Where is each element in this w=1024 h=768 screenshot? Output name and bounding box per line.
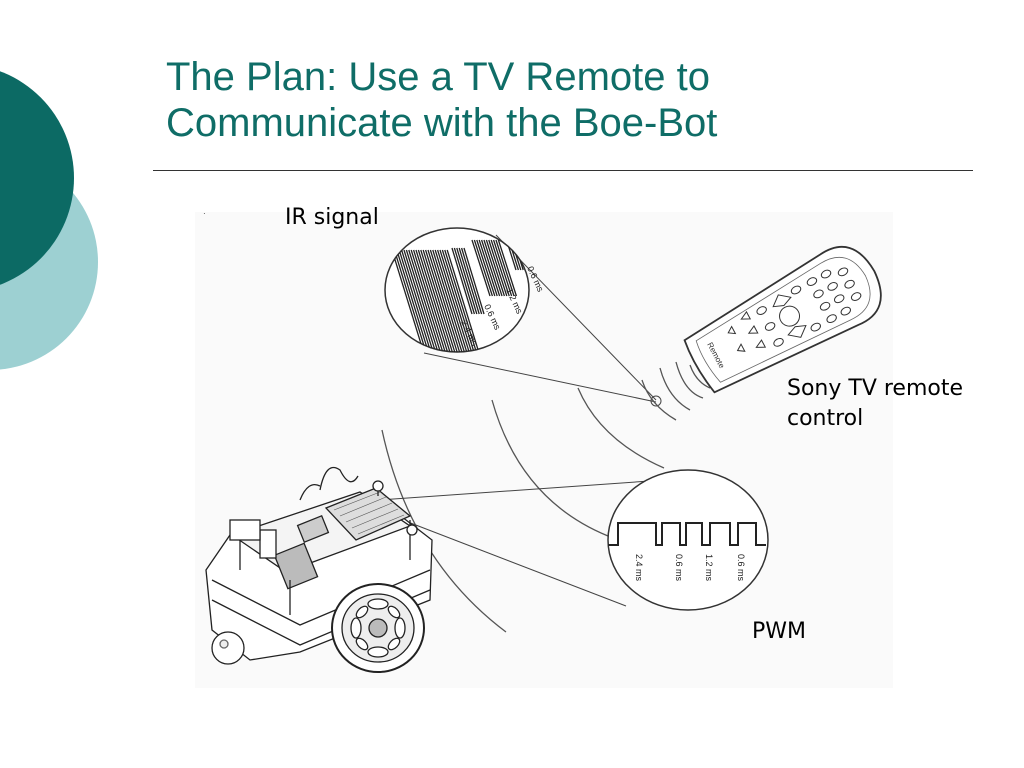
- pwm-label: PWM: [752, 619, 807, 644]
- decorative-circles: [0, 71, 98, 370]
- remote-label-line-1: Sony TV remote: [787, 376, 964, 401]
- ir-burst-mid: [451, 247, 485, 315]
- pwm-zoom-circle: 2.4 ms 0.6 ms 1.2 ms 0.6 ms: [607, 469, 769, 611]
- title-line-1: The Plan: Use a TV Remote to: [166, 55, 710, 99]
- ir-signal-label: IR signal: [285, 205, 379, 230]
- title-divider: [153, 170, 973, 171]
- slide-title: The Plan: Use a TV Remote to Communicate…: [166, 54, 966, 146]
- pwm-timing-label-2: 1.2 ms: [704, 554, 714, 582]
- boe-bot-robot: [205, 466, 433, 673]
- pwm-waveform: [608, 522, 766, 546]
- ir-burst-long: [391, 249, 482, 352]
- ir-zoom-circle: 0.6 ms 1.2 ms 0.6 ms 2.4 ms: [384, 227, 546, 353]
- ir-burst-long2: [471, 239, 518, 297]
- ir-callout-lines: [423, 234, 662, 407]
- tv-remote: Remote: [683, 245, 882, 394]
- pwm-timing-label-0: 2.4 ms: [634, 554, 644, 582]
- remote-label-line-2: control: [787, 406, 864, 431]
- pwm-timing-label-3: 0.6 ms: [736, 554, 746, 582]
- pwm-callout-lines: [379, 479, 665, 607]
- title-line-2: Communicate with the Boe-Bot: [166, 101, 718, 145]
- deco-circle-dark: [0, 71, 74, 285]
- pwm-timing-label-1: 0.6 ms: [674, 554, 684, 582]
- bullet-dot: ·: [203, 209, 206, 218]
- remote-label: Sony TV remote control: [787, 374, 1007, 434]
